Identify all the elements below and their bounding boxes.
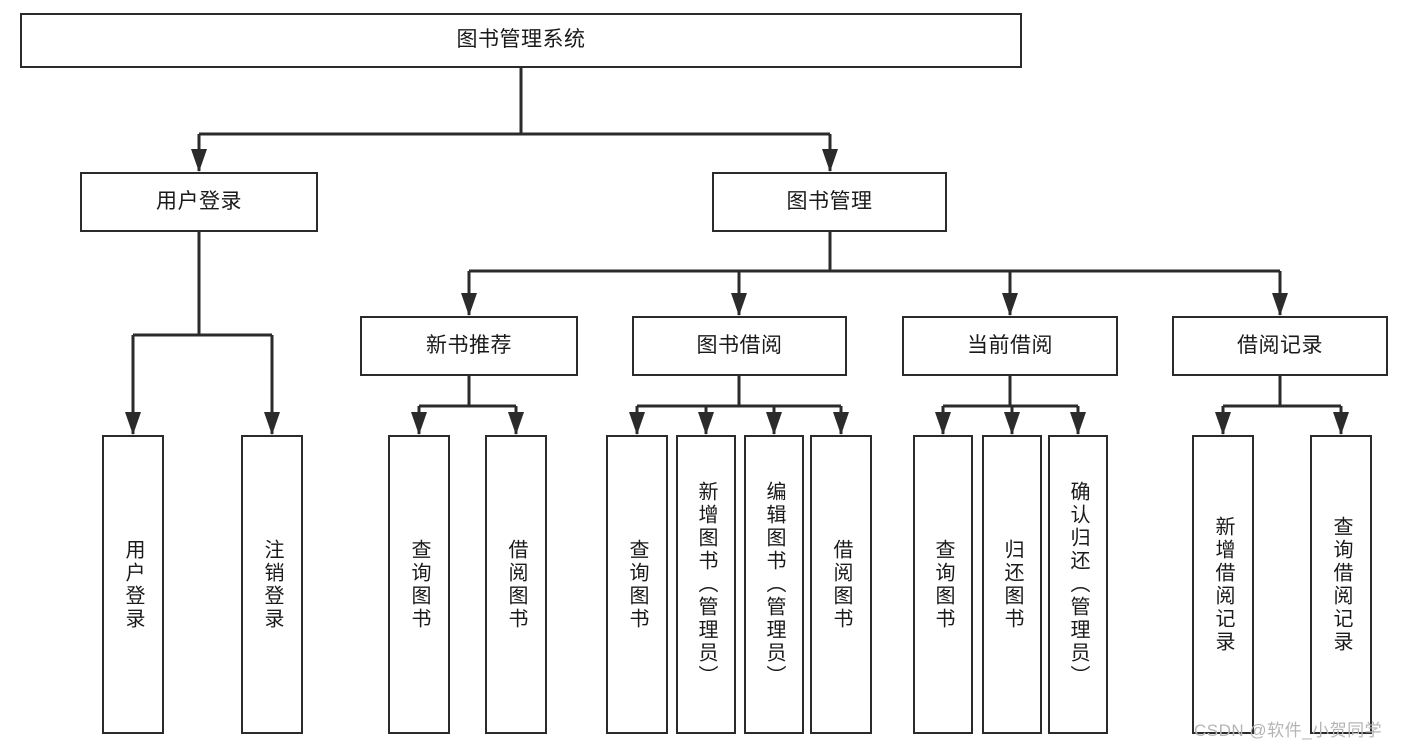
- arrowhead-icon: [191, 149, 207, 172]
- node-leaf-user-logout: 注销登录: [241, 435, 303, 734]
- node-label-leaf-add-record: 新增借阅记录: [1212, 515, 1234, 654]
- arrowhead-icon: [822, 149, 838, 172]
- arrowhead-icon: [766, 412, 782, 435]
- node-label-user-login: 用户登录: [156, 189, 242, 213]
- arrowhead-icon: [411, 412, 427, 435]
- watermark-label: CSDN @软件_小贺同学: [1194, 721, 1383, 740]
- node-label-leaf-confirm-return: 确认归还（管理员）: [1067, 481, 1089, 688]
- arrowhead-icon: [731, 293, 747, 316]
- node-label-leaf-edit-book: 编辑图书（管理员）: [763, 481, 785, 688]
- node-new-book-rec: 新书推荐: [360, 316, 578, 376]
- node-leaf-query-book-3: 查询图书: [913, 435, 973, 734]
- node-label-borrow-record: 借阅记录: [1237, 333, 1323, 357]
- node-leaf-borrow-book-2: 借阅图书: [810, 435, 872, 734]
- node-user-login: 用户登录: [80, 172, 318, 232]
- node-leaf-borrow-book-1: 借阅图书: [485, 435, 547, 734]
- arrowhead-icon: [935, 412, 951, 435]
- node-label-leaf-user-login: 用户登录: [122, 538, 144, 631]
- node-leaf-confirm-return: 确认归还（管理员）: [1048, 435, 1108, 734]
- arrowhead-icon: [1002, 293, 1018, 316]
- arrowhead-icon: [1333, 412, 1349, 435]
- arrowhead-icon: [1070, 412, 1086, 435]
- node-book-manage: 图书管理: [712, 172, 947, 232]
- node-borrow-record: 借阅记录: [1172, 316, 1388, 376]
- arrowhead-icon: [629, 412, 645, 435]
- arrowhead-icon: [833, 412, 849, 435]
- node-leaf-query-book-2: 查询图书: [606, 435, 668, 734]
- node-label-leaf-query-book-3: 查询图书: [932, 538, 954, 631]
- node-leaf-add-record: 新增借阅记录: [1192, 435, 1254, 734]
- node-label-leaf-borrow-book-2: 借阅图书: [830, 538, 852, 631]
- node-label-leaf-add-book: 新增图书（管理员）: [695, 481, 717, 688]
- node-current-borrow: 当前借阅: [902, 316, 1118, 376]
- node-leaf-add-book: 新增图书（管理员）: [676, 435, 736, 734]
- node-label-current-borrow: 当前借阅: [967, 333, 1053, 357]
- node-leaf-user-login: 用户登录: [102, 435, 164, 734]
- arrowhead-icon: [508, 412, 524, 435]
- arrowhead-icon: [264, 412, 280, 435]
- arrowhead-icon: [1272, 293, 1288, 316]
- node-root: 图书管理系统: [20, 13, 1022, 68]
- node-label-leaf-user-logout: 注销登录: [261, 538, 283, 631]
- node-book-borrow: 图书借阅: [632, 316, 847, 376]
- node-label-leaf-query-book-1: 查询图书: [408, 538, 430, 631]
- node-leaf-query-book-1: 查询图书: [388, 435, 450, 734]
- node-label-leaf-borrow-book-1: 借阅图书: [505, 538, 527, 631]
- arrowhead-icon: [698, 412, 714, 435]
- arrowhead-icon: [461, 293, 477, 316]
- arrowhead-icon: [125, 412, 141, 435]
- node-leaf-query-record: 查询借阅记录: [1310, 435, 1372, 734]
- node-label-new-book-rec: 新书推荐: [426, 333, 512, 357]
- node-label-root: 图书管理系统: [456, 28, 586, 52]
- arrowhead-icon: [1004, 412, 1020, 435]
- node-leaf-return-book: 归还图书: [982, 435, 1042, 734]
- node-label-book-borrow: 图书借阅: [696, 333, 783, 357]
- node-label-book-manage: 图书管理: [786, 189, 873, 213]
- node-label-leaf-return-book: 归还图书: [1001, 538, 1023, 631]
- arrowhead-icon: [1215, 412, 1231, 435]
- node-leaf-edit-book: 编辑图书（管理员）: [744, 435, 804, 734]
- node-label-leaf-query-book-2: 查询图书: [626, 538, 648, 631]
- node-label-leaf-query-record: 查询借阅记录: [1330, 515, 1352, 654]
